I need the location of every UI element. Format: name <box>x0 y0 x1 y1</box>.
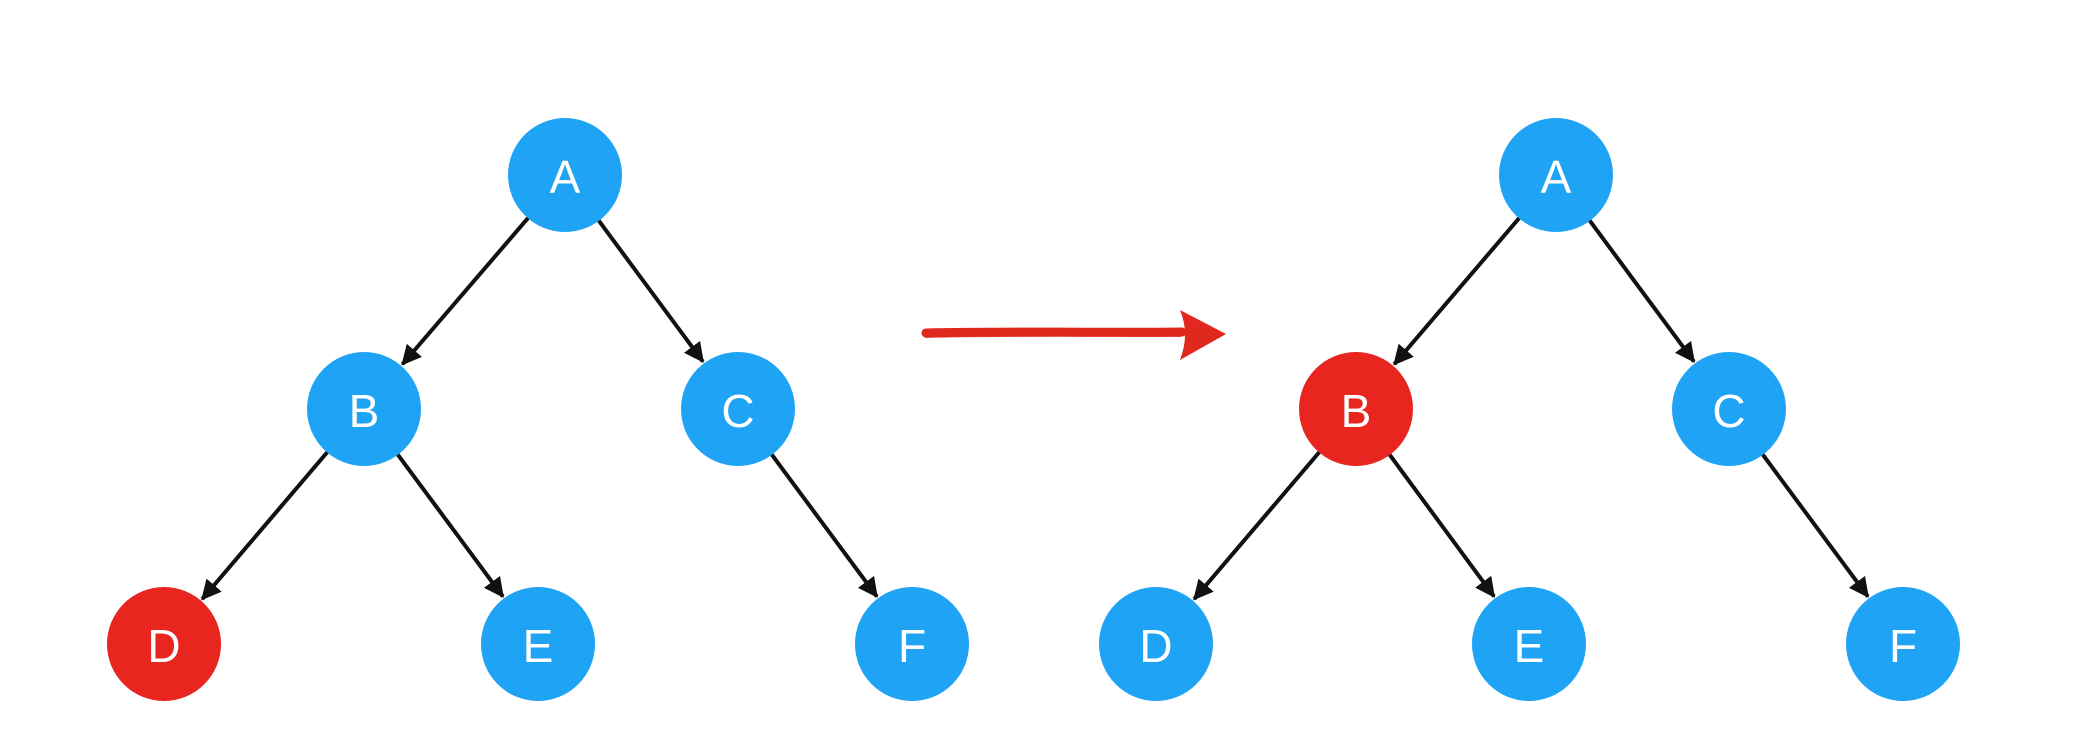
node-label: A <box>1541 151 1572 203</box>
node-circle <box>508 118 622 232</box>
node-d: D <box>107 587 221 701</box>
node-label: C <box>1712 385 1745 437</box>
node-b: B <box>1299 352 1413 466</box>
node-label: A <box>550 151 581 203</box>
node-label: F <box>1889 620 1917 672</box>
node-circle <box>1846 587 1960 701</box>
edge-a-c <box>594 216 705 363</box>
edge-a-b <box>400 213 532 366</box>
node-label: E <box>523 620 554 672</box>
node-label: D <box>147 620 180 672</box>
right-arrow-icon <box>921 310 1226 360</box>
node-circle <box>1499 118 1613 232</box>
node-circle <box>1099 587 1213 701</box>
node-circle <box>307 352 421 466</box>
node-circle <box>107 587 221 701</box>
edge-a-c <box>1585 216 1696 363</box>
node-c: C <box>681 352 795 466</box>
node-label: D <box>1139 620 1172 672</box>
node-d: D <box>1099 587 1213 701</box>
node-a: A <box>1499 118 1613 232</box>
edge-b-d <box>1192 448 1324 601</box>
node-label: C <box>721 385 754 437</box>
node-b: B <box>307 352 421 466</box>
edge-b-d <box>200 448 332 601</box>
edge-c-f <box>767 450 879 598</box>
node-circle <box>1299 352 1413 466</box>
node-circle <box>1672 352 1786 466</box>
node-e: E <box>1472 587 1586 701</box>
tree-before: A B C D E F <box>107 118 969 701</box>
node-e: E <box>481 587 595 701</box>
node-circle <box>1472 587 1586 701</box>
node-c: C <box>1672 352 1786 466</box>
node-label: F <box>898 620 926 672</box>
node-circle <box>481 587 595 701</box>
node-f: F <box>855 587 969 701</box>
node-circle <box>855 587 969 701</box>
tree-after: A B C D E F <box>1099 118 1960 701</box>
edge-c-f <box>1758 450 1870 598</box>
node-label: B <box>349 385 380 437</box>
edge-b-e <box>393 450 505 598</box>
node-label: B <box>1341 385 1372 437</box>
edge-a-b <box>1392 213 1524 366</box>
node-f: F <box>1846 587 1960 701</box>
node-circle <box>681 352 795 466</box>
edge-b-e <box>1385 450 1496 598</box>
node-label: E <box>1514 620 1545 672</box>
node-a: A <box>508 118 622 232</box>
